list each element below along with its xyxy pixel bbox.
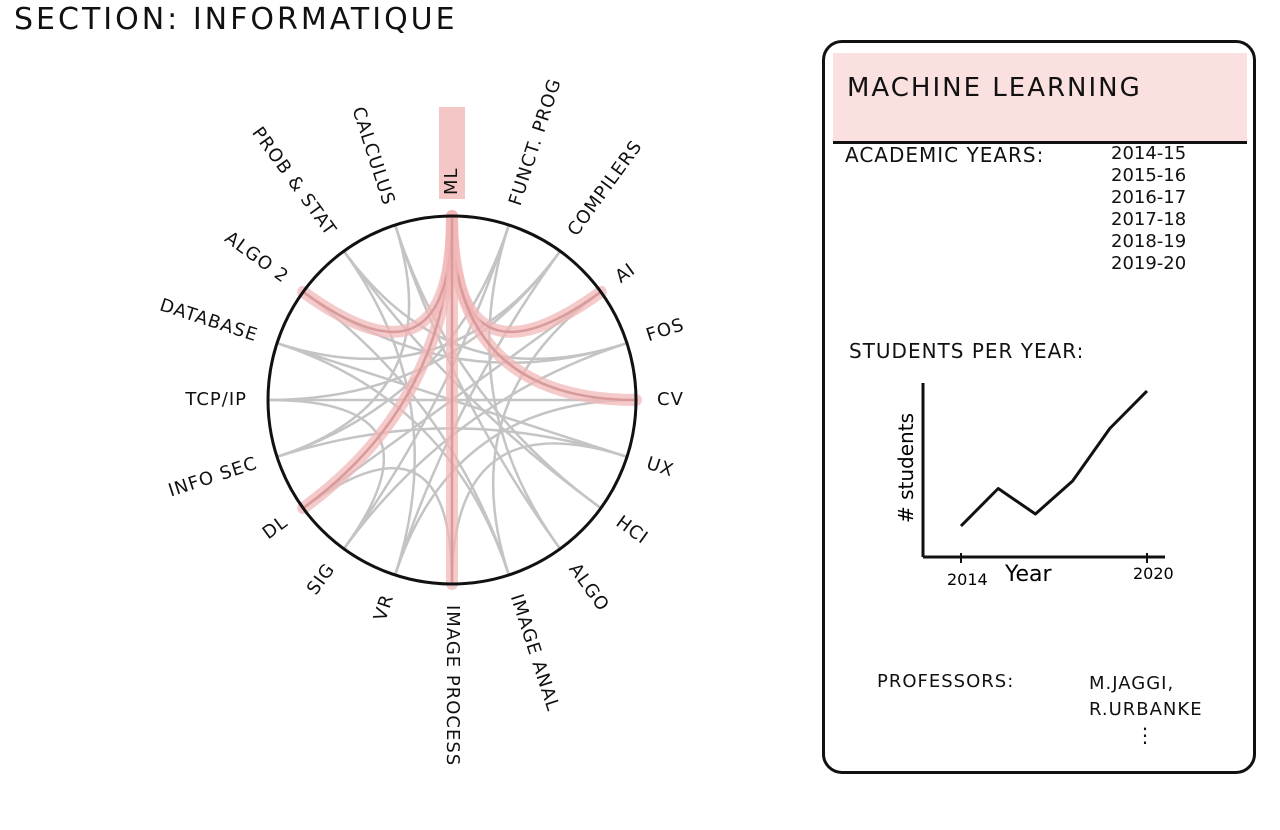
professors-list: M.JAGGI, R.URBANKE: [1089, 671, 1203, 723]
academic-years-label: ACADEMIC YEARS:: [845, 143, 1045, 167]
year-item: 2018-19: [1111, 231, 1187, 252]
x-tick-label: 2014: [947, 570, 988, 589]
highlighted-course-marker: [439, 107, 465, 199]
course-link: [276, 224, 411, 459]
year-item: 2014-15: [1111, 143, 1187, 164]
course-link: [267, 250, 562, 402]
wheel-ring: [266, 214, 638, 586]
course-label-vr[interactable]: VR: [370, 592, 398, 624]
more-professors-indicator: ⋮: [1135, 723, 1155, 747]
panel-title: MACHINE LEARNING: [847, 73, 1142, 103]
professor-name: R.URBANKE: [1089, 699, 1203, 720]
y-axis-label: # students: [894, 413, 918, 523]
course-label-algo-2[interactable]: ALGO 2: [221, 227, 293, 287]
course-label-ux[interactable]: UX: [644, 453, 677, 481]
course-label-fos[interactable]: FOS: [644, 314, 688, 346]
course-link: [342, 250, 416, 576]
professor-name: M.JAGGI,: [1089, 673, 1175, 694]
course-link: [342, 224, 511, 550]
course-label-ml[interactable]: ML: [441, 167, 462, 195]
course-link: [342, 341, 628, 550]
course-label-image-process[interactable]: IMAGE PROCESS: [442, 605, 463, 766]
students-per-year-chart: # students 2014 2020 Year: [894, 383, 1174, 589]
course-link: [276, 341, 511, 576]
x-tick-label: 2020: [1133, 564, 1174, 583]
page-title: SECTION: INFORMATIQUE: [14, 2, 458, 37]
course-link: [488, 224, 562, 550]
course-label-prob-stat[interactable]: PROB & STAT: [247, 123, 340, 240]
academic-years-list: 2014-15 2015-16 2016-17 2017-18 2018-19 …: [1111, 143, 1186, 275]
course-label-info-sec[interactable]: INFO SEC: [166, 453, 260, 502]
course-link: [393, 250, 562, 576]
course-label-algo[interactable]: ALGO: [564, 559, 613, 615]
students-per-year-label: STUDENTS PER YEAR:: [849, 339, 1085, 363]
course-label-calculus[interactable]: CALCULUS: [348, 104, 400, 208]
course-link: [393, 398, 637, 576]
series-line: [959, 389, 1149, 528]
course-label-ai[interactable]: AI: [611, 259, 639, 288]
year-item: 2019-20: [1111, 253, 1187, 274]
professors-label: PROFESSORS:: [877, 671, 1015, 692]
panel-title-band: MACHINE LEARNING: [833, 53, 1247, 144]
course-label-sig[interactable]: SIG: [303, 559, 340, 599]
year-item: 2017-18: [1111, 209, 1187, 230]
course-label-cv[interactable]: CV: [657, 389, 684, 410]
course-label-funct-prog[interactable]: FUNCT. PROG: [505, 76, 566, 208]
course-link: [342, 250, 628, 361]
course-label-dl[interactable]: DL: [259, 512, 292, 544]
course-label-compilers[interactable]: COMPILERS: [564, 136, 647, 240]
course-label-image-anal[interactable]: IMAGE ANAL: [506, 592, 564, 715]
course-label-database[interactable]: DATABASE: [157, 295, 260, 346]
year-item: 2015-16: [1111, 165, 1187, 186]
year-item: 2016-17: [1111, 187, 1187, 208]
course-label-hci[interactable]: HCI: [612, 512, 652, 549]
course-label-tcp-ip[interactable]: TCP/IP: [184, 389, 247, 410]
course-detail-panel: MACHINE LEARNING ACADEMIC YEARS: 2014-15…: [822, 40, 1256, 774]
x-axis-label: Year: [1004, 562, 1053, 587]
